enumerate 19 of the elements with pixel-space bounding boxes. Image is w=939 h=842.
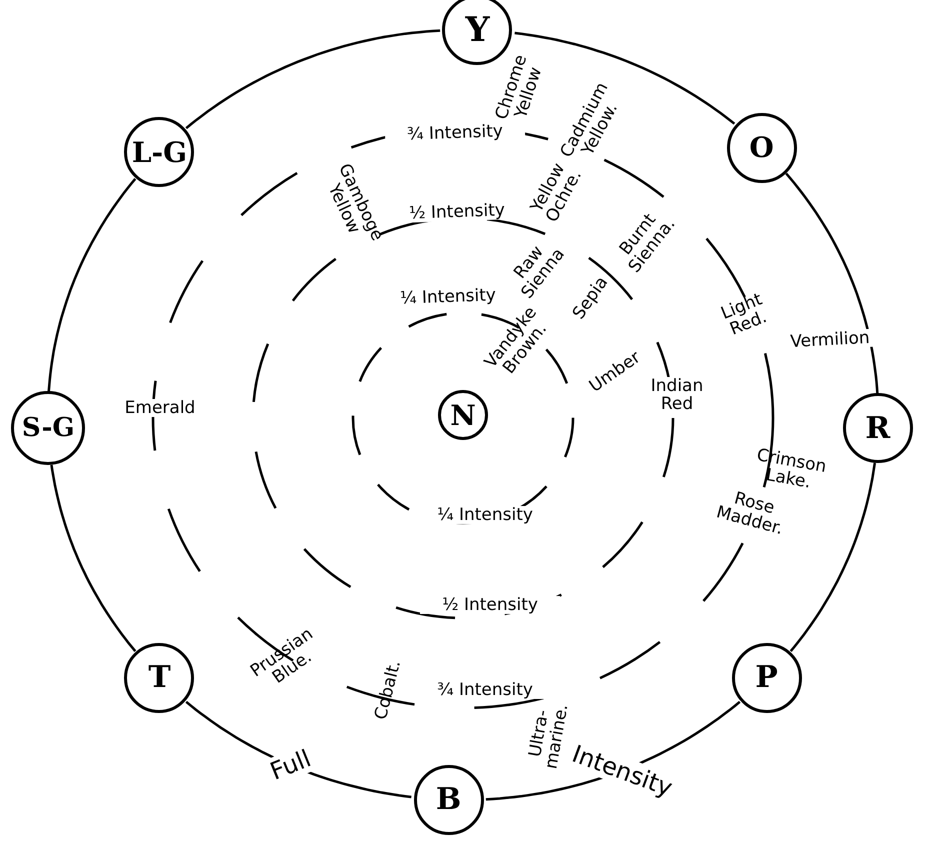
- hue-circle: R: [842, 393, 913, 464]
- text-label: Crimson Lake.: [755, 444, 829, 493]
- ring-arc: [47, 178, 136, 392]
- ring-arc: [514, 32, 736, 125]
- hue-circle: N: [438, 390, 488, 440]
- text-label: Light Red.: [717, 288, 771, 342]
- hue-circle: T: [124, 642, 194, 713]
- hue-circle: L-G: [124, 117, 194, 188]
- text-label: ½ Intensity: [420, 596, 560, 614]
- ring-arc: [785, 172, 879, 394]
- ring-arc: [50, 464, 136, 652]
- hue-circle: S-G: [11, 391, 86, 466]
- hue-circle: P: [732, 642, 802, 713]
- hue-circle: O: [726, 112, 797, 183]
- hue-circle: B: [414, 764, 484, 835]
- text-label: Cobalt.: [370, 657, 406, 724]
- ring-arc: [185, 29, 440, 130]
- hue-circle: Y: [442, 0, 512, 66]
- ring-arc: [790, 462, 876, 652]
